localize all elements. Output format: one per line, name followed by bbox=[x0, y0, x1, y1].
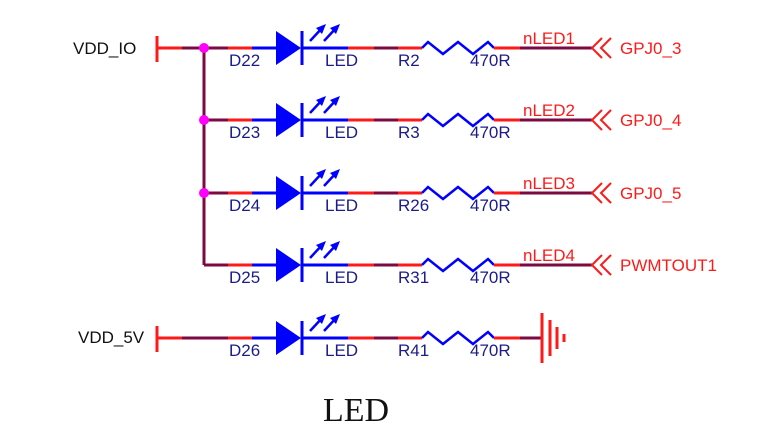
resistor-value: 470R bbox=[470, 51, 511, 70]
led-diode-icon[interactable] bbox=[276, 24, 340, 65]
net-label: nLED1 bbox=[523, 29, 575, 48]
resistor-icon[interactable] bbox=[421, 185, 495, 201]
diode-value: LED bbox=[325, 123, 358, 142]
diode-designator: D22 bbox=[229, 51, 260, 70]
light-emission-arrows-icon bbox=[309, 169, 340, 187]
resistor-value: 470R bbox=[470, 341, 511, 360]
off-sheet-port-icon[interactable] bbox=[590, 254, 612, 276]
resistor-designator: R31 bbox=[398, 268, 429, 287]
light-emission-arrows-icon bbox=[309, 24, 340, 42]
junction-dot bbox=[199, 43, 209, 53]
resistor-icon[interactable] bbox=[421, 112, 495, 128]
diode-designator: D24 bbox=[229, 196, 260, 215]
off-sheet-port-icon[interactable] bbox=[590, 109, 612, 131]
schematic-title: LED bbox=[323, 392, 389, 429]
resistor-value: 470R bbox=[470, 268, 511, 287]
port-label: GPJ0_4 bbox=[620, 111, 681, 130]
port-label: GPJ0_3 bbox=[620, 39, 681, 58]
net-label: nLED4 bbox=[523, 246, 575, 265]
port-label: GPJ0_5 bbox=[620, 184, 681, 203]
light-emission-arrows-icon bbox=[309, 96, 340, 114]
diode-designator: D25 bbox=[229, 268, 260, 287]
diode-value: LED bbox=[325, 196, 358, 215]
diode-value: LED bbox=[325, 341, 358, 360]
diode-designator: D26 bbox=[229, 341, 260, 360]
junction-dot bbox=[199, 188, 209, 198]
ground-icon bbox=[520, 313, 566, 363]
resistor-designator: R3 bbox=[398, 123, 420, 142]
power-port-vdd-5v[interactable]: VDD_5V bbox=[78, 326, 228, 352]
off-sheet-port-icon[interactable] bbox=[590, 37, 612, 59]
diode-designator: D23 bbox=[229, 123, 260, 142]
port-label: PWMTOUT1 bbox=[620, 256, 717, 275]
light-emission-arrows-icon bbox=[309, 241, 340, 259]
off-sheet-port-icon[interactable] bbox=[590, 182, 612, 204]
resistor-icon[interactable] bbox=[421, 330, 495, 346]
power-label-vdd-io: VDD_IO bbox=[73, 39, 136, 58]
resistor-value: 470R bbox=[470, 123, 511, 142]
vdd-io-bus bbox=[157, 46, 206, 265]
power-port-vdd-io[interactable]: VDD_IO bbox=[73, 36, 159, 62]
junction-dot bbox=[199, 115, 209, 125]
net-label: nLED3 bbox=[523, 174, 575, 193]
resistor-icon[interactable] bbox=[421, 40, 495, 56]
net-label: nLED2 bbox=[523, 101, 575, 120]
led-row: D26 LED R41 470R bbox=[228, 314, 520, 360]
resistor-designator: R2 bbox=[398, 51, 420, 70]
resistor-value: 470R bbox=[470, 196, 511, 215]
resistor-designator: R41 bbox=[398, 341, 429, 360]
resistor-icon[interactable] bbox=[421, 257, 495, 273]
power-label-vdd-5v: VDD_5V bbox=[78, 328, 145, 347]
diode-value: LED bbox=[325, 51, 358, 70]
diode-value: LED bbox=[325, 268, 358, 287]
resistor-designator: R26 bbox=[398, 196, 429, 215]
light-emission-arrows-icon bbox=[309, 314, 340, 332]
